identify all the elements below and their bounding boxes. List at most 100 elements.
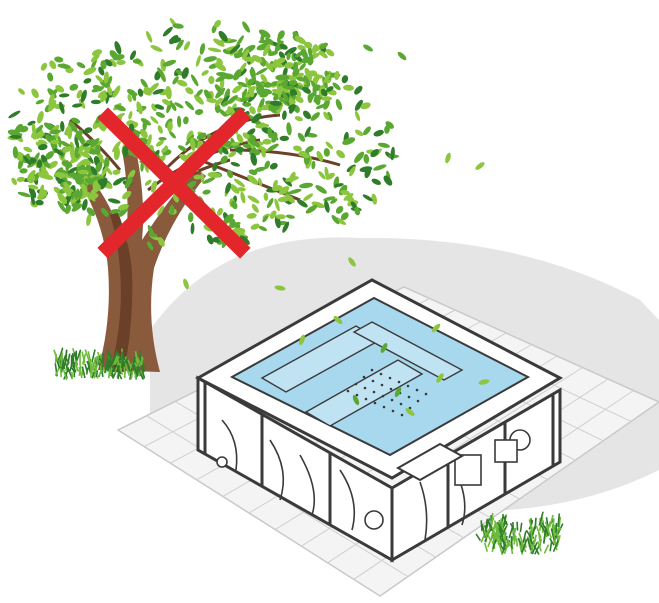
leaf xyxy=(19,168,27,174)
falling-leaf-icon xyxy=(362,43,374,53)
grass-blade xyxy=(481,520,482,531)
leaf xyxy=(10,177,18,186)
jet xyxy=(380,373,383,376)
leaf xyxy=(201,69,210,77)
leaf xyxy=(276,214,286,219)
jet xyxy=(355,383,358,386)
leaf xyxy=(208,47,222,53)
grass-blade xyxy=(517,539,518,546)
leaf xyxy=(343,84,354,91)
jet xyxy=(391,399,394,402)
grass-blade xyxy=(68,354,70,366)
leaf xyxy=(199,43,206,56)
grass-blade xyxy=(520,523,521,532)
leaf xyxy=(263,192,268,201)
leaf xyxy=(144,179,153,187)
falling-leaf-icon xyxy=(396,50,407,61)
jet xyxy=(389,377,392,380)
grass-blade xyxy=(102,353,103,361)
jet xyxy=(381,384,384,387)
leaf xyxy=(68,83,79,92)
leaf xyxy=(280,136,289,142)
leaf xyxy=(23,146,33,154)
falling-leaf-icon xyxy=(444,152,452,164)
leaf xyxy=(190,74,200,88)
jet xyxy=(372,380,375,383)
leaf xyxy=(250,222,261,231)
leaf xyxy=(150,44,164,53)
leaf xyxy=(302,192,314,202)
leaf xyxy=(354,128,365,137)
leaf xyxy=(8,109,22,119)
grass-blade xyxy=(124,367,125,378)
grass-blade xyxy=(476,534,480,541)
leaf xyxy=(145,30,154,43)
leaf xyxy=(275,75,289,81)
leaf xyxy=(157,125,164,135)
grass-blade xyxy=(481,535,484,542)
leaf xyxy=(188,212,194,222)
leaf xyxy=(116,60,126,66)
grass-blade xyxy=(549,532,552,538)
leaf xyxy=(321,96,332,101)
leaf xyxy=(372,163,387,172)
leaf xyxy=(202,189,211,195)
leaf xyxy=(286,214,296,219)
leaf xyxy=(294,115,304,122)
grass-blade xyxy=(96,370,97,377)
jet xyxy=(373,391,376,394)
leaf xyxy=(46,72,54,82)
leaf xyxy=(155,111,166,120)
jet xyxy=(408,396,411,399)
grass-blade xyxy=(543,520,544,533)
leaf xyxy=(371,177,382,186)
leaf xyxy=(377,142,390,149)
leaf xyxy=(162,25,175,37)
leaf xyxy=(335,148,347,160)
jet xyxy=(347,390,350,393)
leaf xyxy=(91,100,101,104)
jet xyxy=(416,389,419,392)
jet xyxy=(374,402,377,405)
leaf xyxy=(54,56,64,63)
leaf xyxy=(195,55,202,68)
leaf xyxy=(246,212,257,219)
grass-blade xyxy=(544,545,548,554)
leaf xyxy=(83,77,92,85)
grass-blade xyxy=(553,519,554,529)
leaf xyxy=(137,88,144,97)
leaf xyxy=(59,93,70,98)
jet xyxy=(401,414,404,417)
leaf xyxy=(183,116,190,125)
leaf xyxy=(354,110,361,121)
leaf xyxy=(183,40,192,51)
leaf xyxy=(311,161,316,170)
leaf xyxy=(16,176,25,182)
leaf xyxy=(323,148,330,157)
grass-blade xyxy=(509,526,513,538)
leaf xyxy=(208,76,214,84)
jet xyxy=(371,369,374,372)
jet xyxy=(407,385,410,388)
leaf xyxy=(286,122,293,136)
grass-blade xyxy=(101,366,102,373)
leaf xyxy=(334,98,343,111)
leaf xyxy=(309,111,321,123)
leaf xyxy=(17,87,26,96)
grass-blade xyxy=(511,536,512,548)
leaf xyxy=(334,71,340,81)
leaf xyxy=(203,55,218,63)
leaf xyxy=(177,116,182,128)
jet xyxy=(390,388,393,391)
leaf xyxy=(314,183,328,195)
jet xyxy=(364,387,367,390)
grass-blade xyxy=(517,522,518,531)
leaf xyxy=(230,161,240,167)
leaf xyxy=(76,61,87,70)
leaf xyxy=(184,86,195,96)
leaf xyxy=(194,108,203,115)
jet xyxy=(363,376,366,379)
falling-leaf-icon xyxy=(474,161,486,171)
leaf xyxy=(168,130,177,139)
